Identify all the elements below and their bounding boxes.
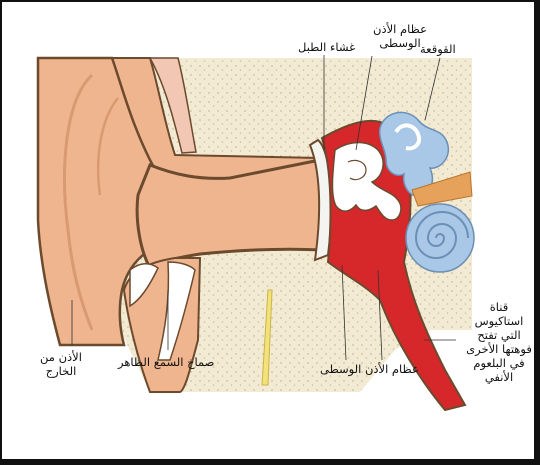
label-eustachian-tube: قناة استاكيوس التي تفتح فوهتها الأخرى في…: [466, 300, 532, 384]
label-cochlea: القوقعة: [420, 42, 456, 56]
label-ear-canal: صماخ السمع الظاهر: [118, 355, 214, 369]
label-eardrum: غشاء الطبل: [298, 40, 355, 54]
label-middle-ear-bones-bottom: عظام الأذن الوسطى: [320, 362, 419, 376]
label-outer-ear: الأذن من الخارج: [34, 350, 88, 378]
